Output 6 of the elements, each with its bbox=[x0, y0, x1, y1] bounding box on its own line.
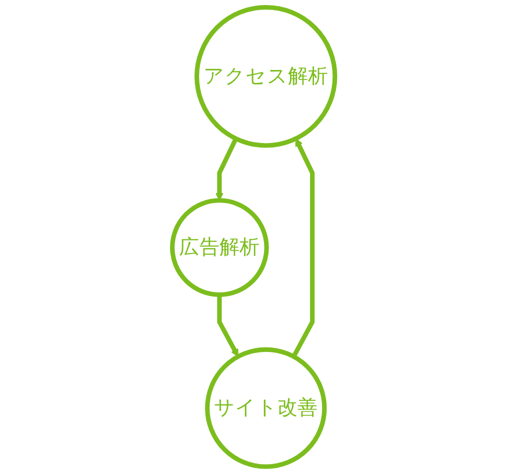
arrow bbox=[216, 138, 238, 201]
arrow bbox=[292, 138, 315, 358]
arrow bbox=[218, 294, 239, 357]
node-circle: 広告解析 bbox=[170, 198, 270, 297]
node-circle: アクセス解析 bbox=[194, 5, 338, 148]
node-circle: サイト改善 bbox=[205, 347, 328, 469]
